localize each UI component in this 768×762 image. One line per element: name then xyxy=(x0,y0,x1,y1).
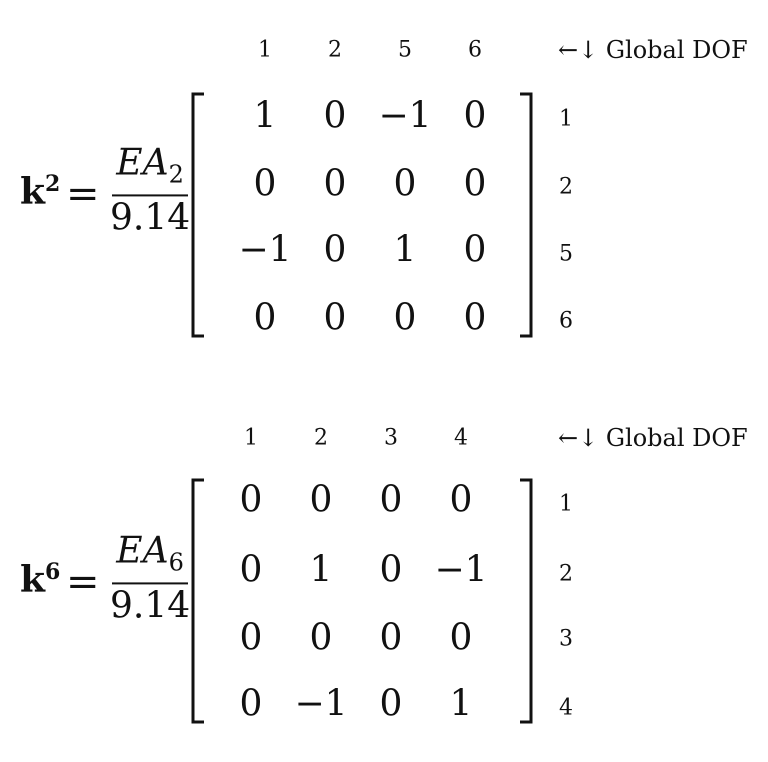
matrix-cell: 0 xyxy=(393,297,417,339)
row-dof-label: 2 xyxy=(559,561,573,587)
matrix-cell: 0 xyxy=(323,229,347,271)
row-dof-label: 6 xyxy=(559,308,573,334)
matrix-cell: 0 xyxy=(449,479,473,521)
row-dof-label: 1 xyxy=(559,106,573,132)
fraction-numerator: EA6 xyxy=(112,531,188,585)
matrix-superscript: 6 xyxy=(44,559,61,585)
matrix-cell: −1 xyxy=(378,95,432,137)
column-dof-label: 4 xyxy=(454,425,468,451)
matrix-cell: 0 xyxy=(463,297,487,339)
matrix-cell: 0 xyxy=(463,229,487,271)
matrix-cell: −1 xyxy=(434,549,488,591)
matrix-cell: 0 xyxy=(379,549,403,591)
matrix-cell: 0 xyxy=(393,163,417,205)
row-dof-label: 3 xyxy=(559,626,573,652)
matrix-symbol: k2 xyxy=(20,171,61,213)
global-dof-label: ←↓ Global DOF xyxy=(558,36,748,64)
scalar-fraction: EA6 9.14 xyxy=(110,531,190,628)
matrix-cell: 1 xyxy=(393,229,417,271)
matrix-cell: 0 xyxy=(463,95,487,137)
matrix-cell: 0 xyxy=(323,297,347,339)
column-dof-label: 2 xyxy=(328,37,342,63)
matrix-symbol: k6 xyxy=(20,559,61,601)
matrix-cell: 0 xyxy=(379,617,403,659)
matrix-cell: 0 xyxy=(463,163,487,205)
matrix-cell: 0 xyxy=(323,163,347,205)
matrix-cell: 0 xyxy=(323,95,347,137)
matrix-cell: −1 xyxy=(294,683,348,725)
matrix-superscript: 2 xyxy=(44,171,61,197)
column-dof-label: 5 xyxy=(398,37,412,63)
matrix-cell: 0 xyxy=(239,549,263,591)
matrix-cell: 0 xyxy=(239,683,263,725)
scalar-fraction: EA2 9.14 xyxy=(110,143,190,240)
equals-sign: = xyxy=(66,171,100,217)
equals-sign: = xyxy=(66,559,100,605)
fraction-denominator: 9.14 xyxy=(110,585,191,627)
left-bracket xyxy=(190,478,206,724)
column-dof-label: 3 xyxy=(384,425,398,451)
matrix-cell: 0 xyxy=(449,617,473,659)
stiffness-matrix-k6: 1 2 3 4 ←↓ Global DOF k6 = EA6 9.14 0 0 … xyxy=(0,386,768,762)
row-dof-label: 5 xyxy=(559,241,573,267)
matrix-cell: 0 xyxy=(253,297,277,339)
column-dof-label: 6 xyxy=(468,37,482,63)
row-dof-label: 1 xyxy=(559,491,573,517)
right-bracket xyxy=(518,478,534,724)
fraction-numerator: EA2 xyxy=(112,143,188,197)
fraction-denominator: 9.14 xyxy=(110,197,191,239)
matrix-cell: 1 xyxy=(309,549,333,591)
global-dof-label: ←↓ Global DOF xyxy=(558,424,748,452)
matrix-cell: 1 xyxy=(449,683,473,725)
matrix-cell: 0 xyxy=(239,617,263,659)
matrix-cell: −1 xyxy=(238,229,292,271)
matrix-cell: 0 xyxy=(309,617,333,659)
column-dof-label: 1 xyxy=(258,37,272,63)
right-bracket xyxy=(518,92,534,338)
column-dof-label: 2 xyxy=(314,425,328,451)
matrix-cell: 0 xyxy=(379,479,403,521)
matrix-cell: 0 xyxy=(309,479,333,521)
row-dof-label: 2 xyxy=(559,174,573,200)
column-dof-label: 1 xyxy=(244,425,258,451)
matrix-cell: 1 xyxy=(253,95,277,137)
row-dof-label: 4 xyxy=(559,695,573,721)
stiffness-matrix-k2: 1 2 5 6 ←↓ Global DOF k2 = EA2 9.14 1 0 … xyxy=(0,0,768,376)
matrix-cell: 0 xyxy=(239,479,263,521)
matrix-cell: 0 xyxy=(253,163,277,205)
left-bracket xyxy=(190,92,206,338)
matrix-cell: 0 xyxy=(379,683,403,725)
